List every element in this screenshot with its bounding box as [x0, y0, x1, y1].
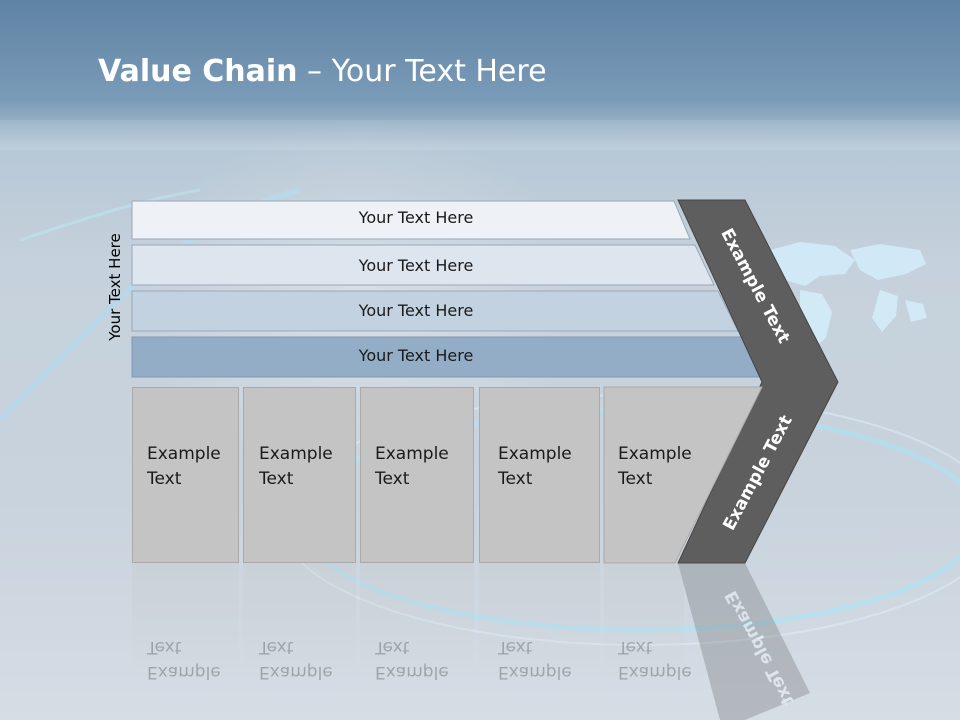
row-label-4: Your Text Here [358, 346, 474, 365]
chevron-reflection [678, 563, 810, 720]
box-2-reflection [243, 563, 356, 683]
box-3-label: Example Text [375, 444, 449, 489]
box-5-shape [603, 386, 763, 564]
box-3-reflection [360, 563, 474, 683]
box-3-reflection-label: Example Text [375, 637, 449, 682]
box-5-reflection [604, 563, 684, 683]
row-label-1: Your Text Here [358, 208, 474, 227]
row-label-2: Your Text Here [358, 256, 474, 275]
box-4 [479, 387, 600, 563]
box-1 [132, 387, 239, 563]
box-1-label: Example Text [147, 444, 221, 489]
page-title: Value Chain – Your Text Here [98, 54, 547, 89]
box-3 [360, 387, 474, 563]
chevron-arrow [677, 199, 839, 564]
box-5-reflection-label: Example Text [618, 637, 692, 682]
box-5-label: Example Text [618, 444, 692, 489]
box-4-reflection [479, 563, 600, 683]
box-4-reflection-label: Example Text [498, 637, 572, 682]
box-2-label: Example Text [259, 444, 333, 489]
box-2 [243, 387, 356, 563]
box-4-label: Example Text [498, 444, 572, 489]
box-1-reflection [132, 563, 239, 683]
row-bar-1 [131, 200, 691, 240]
box-1-reflection-label: Example Text [147, 637, 221, 682]
row-label-3: Your Text Here [358, 301, 474, 320]
box-2-reflection-label: Example Text [259, 637, 333, 682]
reflection: Example Text Example Text Example Text E… [0, 563, 960, 720]
row-bar-2 [131, 244, 715, 286]
